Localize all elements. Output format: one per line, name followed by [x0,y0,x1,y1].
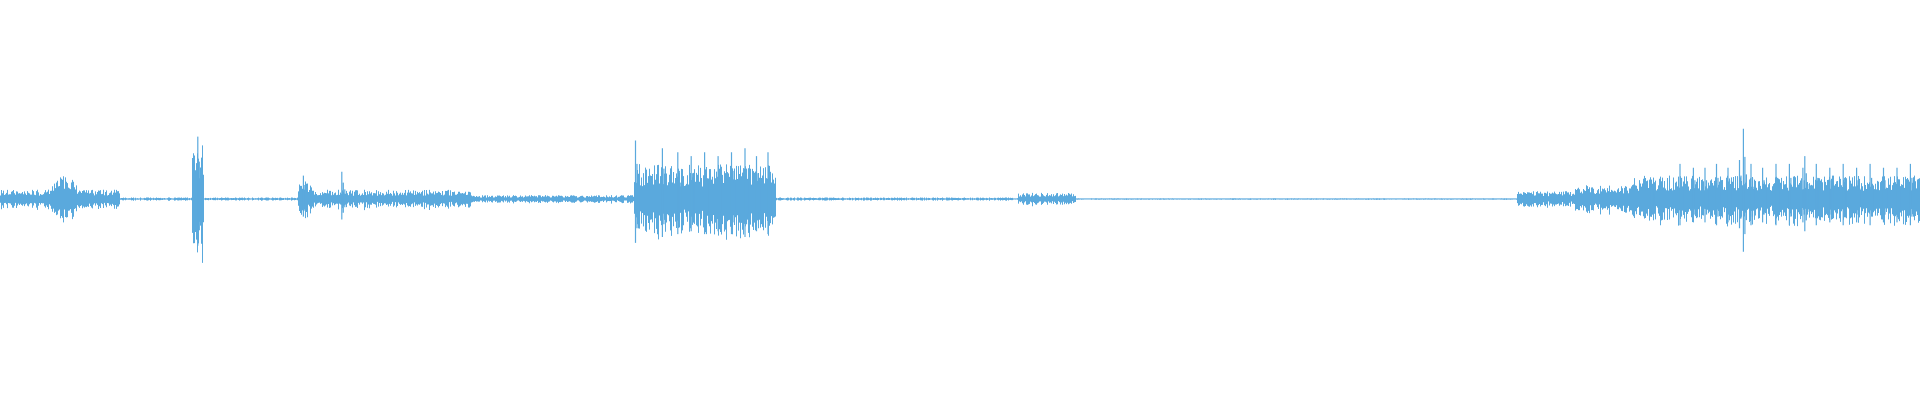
waveform-spike [1804,156,1809,232]
waveform-spike [1679,163,1684,226]
waveform-spike [1842,163,1847,226]
waveform-samples [0,145,1920,263]
waveform-spike [677,152,682,235]
waveform-spike [1650,179,1655,214]
waveform-spike [1704,167,1709,223]
waveform-spike [1715,163,1721,226]
waveform-spike [690,156,695,232]
waveform-spike [717,156,722,232]
waveform-spike [1909,163,1914,226]
waveform-spike [1882,167,1888,223]
waveform-spike [634,140,640,243]
waveform-spike [704,152,709,235]
waveform-spike [1829,167,1834,223]
waveform-spike [1896,167,1901,223]
waveform-spike [1869,163,1874,226]
waveform-spike [1856,167,1861,223]
waveform-spike [1762,167,1767,223]
waveform-spike [1738,160,1744,229]
waveform-spike [1775,163,1780,226]
waveform-spike [755,156,761,232]
waveform-spike [1742,128,1747,252]
waveform-spike [661,148,666,237]
waveform-spike [744,148,749,237]
waveform-envelope [0,145,1920,263]
waveform-spike [1692,167,1697,223]
waveform-spike [730,152,736,235]
waveform-spike [302,175,307,217]
waveform-spike [341,171,346,220]
waveform-spike [1788,163,1793,226]
waveform-spike [1727,167,1732,223]
waveform-transients [197,128,1914,252]
waveform-spike [1815,163,1820,226]
waveform-spike [767,152,772,235]
waveform-spike [197,136,202,246]
waveform-spike [1750,163,1755,226]
